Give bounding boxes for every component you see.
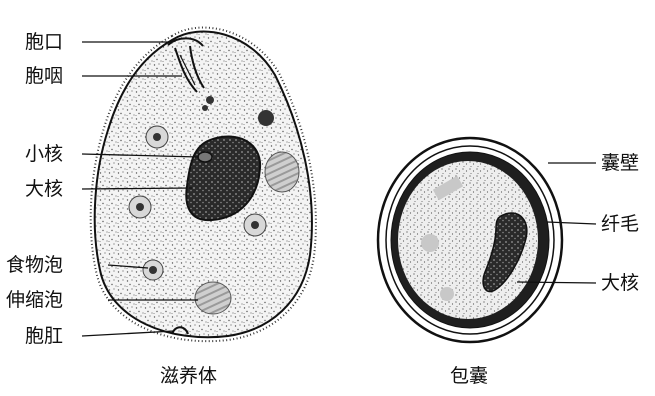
- label-cytopyge: 胞肛: [25, 325, 63, 347]
- label-cilia: 纤毛: [601, 213, 639, 235]
- caption-trophozoite: 滋养体: [160, 365, 217, 387]
- label-food-vacuole: 食物泡: [6, 254, 63, 276]
- caption-cyst: 包囊: [450, 365, 488, 387]
- label-contractile-vacuole: 伸缩泡: [6, 289, 63, 311]
- label-cyst-wall: 囊壁: [601, 152, 639, 174]
- label-cyst-macronucleus: 大核: [601, 272, 639, 294]
- label-micronucleus: 小核: [25, 143, 63, 165]
- cyst-drawing: [378, 138, 562, 342]
- micronucleus: [198, 152, 212, 162]
- label-macronucleus: 大核: [25, 178, 63, 200]
- trophozoite-drawing: [91, 28, 316, 342]
- label-cytostome: 胞口: [25, 31, 63, 53]
- label-cytopharynx: 胞咽: [25, 65, 63, 87]
